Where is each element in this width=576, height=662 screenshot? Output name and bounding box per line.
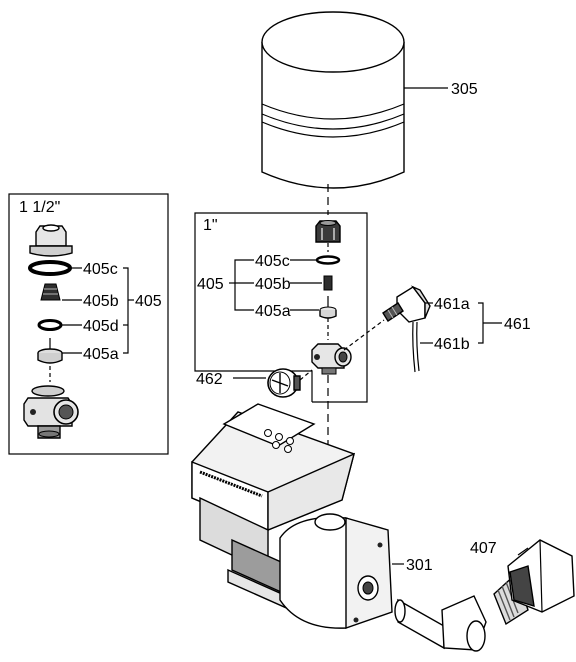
label-305: 305 bbox=[451, 81, 478, 98]
right-spring bbox=[323, 275, 333, 291]
left-label-405: 405 bbox=[135, 293, 162, 310]
pressure-gauge bbox=[267, 368, 301, 398]
right-label-405: 405 bbox=[197, 276, 224, 293]
right-label-405b: 405b bbox=[255, 276, 291, 293]
label-301: 301 bbox=[406, 557, 433, 574]
right-tee-housing bbox=[311, 343, 352, 375]
pump-unit bbox=[191, 403, 393, 629]
label-461b: 461b bbox=[434, 336, 470, 353]
left-spring bbox=[40, 283, 61, 301]
detail-box-right-size: 1" bbox=[203, 217, 218, 234]
left-washer bbox=[37, 319, 63, 331]
left-label-405c: 405c bbox=[83, 261, 118, 278]
left-o-ring bbox=[28, 260, 72, 276]
left-label-405a: 405a bbox=[83, 346, 119, 363]
left-valve-housing bbox=[23, 385, 79, 439]
label-407: 407 bbox=[470, 540, 497, 557]
right-valve-parts bbox=[311, 220, 352, 375]
right-label-405c: 405c bbox=[255, 253, 290, 270]
adapter-407 bbox=[493, 539, 575, 626]
outlet-elbow bbox=[394, 595, 487, 652]
left-valve-parts bbox=[23, 224, 79, 439]
right-label-405a: 405a bbox=[255, 303, 291, 320]
detail-box-left bbox=[8, 193, 169, 455]
label-461a: 461a bbox=[434, 296, 470, 313]
label-462: 462 bbox=[196, 371, 223, 388]
label-461: 461 bbox=[504, 316, 531, 333]
expansion-tank bbox=[261, 11, 405, 189]
pressure-sensor bbox=[382, 285, 431, 373]
detail-box-left-size: 1 1/2" bbox=[19, 199, 60, 216]
left-label-405d: 405d bbox=[83, 318, 119, 335]
detail-box-right bbox=[194, 212, 368, 403]
left-label-405b: 405b bbox=[83, 293, 119, 310]
right-o-ring bbox=[315, 255, 341, 265]
